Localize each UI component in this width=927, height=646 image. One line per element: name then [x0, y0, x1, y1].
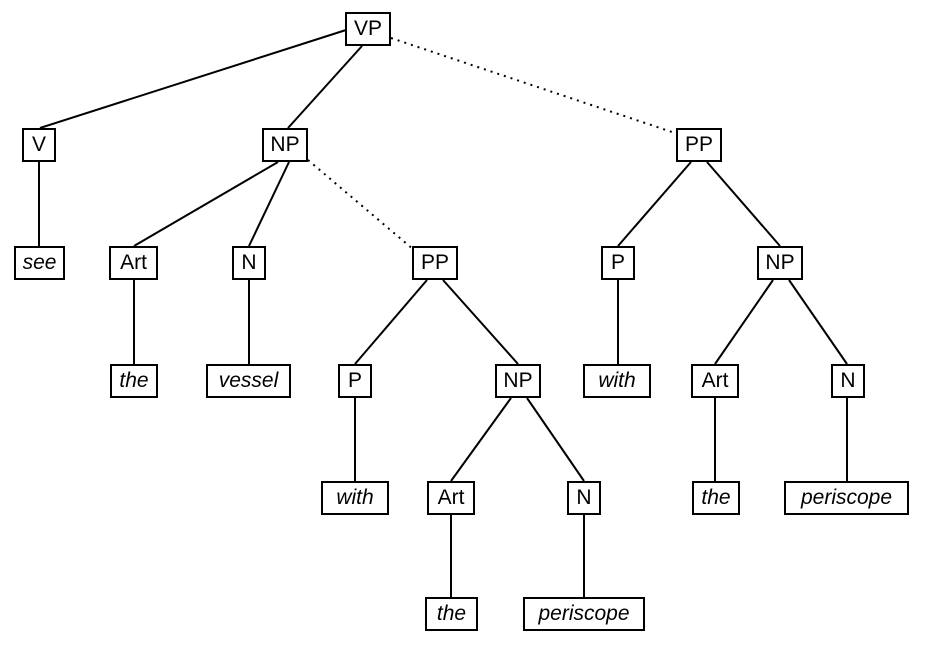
node-label: vessel	[218, 368, 279, 392]
tree-edge-pp_mid-to-p_mid	[354, 279, 428, 365]
tree-node-p_mid: P	[338, 364, 372, 398]
tree-edge-vp-to-v	[39, 29, 347, 129]
tree-edge-np_right-to-art_right	[714, 279, 774, 365]
tree-leaf-with_right: with	[583, 364, 651, 398]
node-label: periscope	[538, 601, 630, 625]
node-label: NP	[270, 132, 300, 156]
tree-edge-np1-to-art1	[133, 161, 279, 247]
node-label: N	[576, 485, 592, 509]
tree-edge-pp_right-to-np_right	[706, 161, 781, 247]
node-label: N	[241, 250, 257, 274]
tree-node-n1: N	[232, 246, 266, 280]
node-label: VP	[353, 16, 382, 40]
tree-edge-vp-to-np1	[287, 45, 363, 129]
node-label: NP	[765, 250, 795, 274]
tree-edge-pp_right-to-p_right	[617, 161, 692, 247]
node-label: Art	[437, 485, 465, 509]
tree-edge-np_mid-to-n_mid	[526, 397, 585, 482]
tree-leaf-the1: the	[110, 364, 158, 398]
node-label: Art	[120, 250, 147, 274]
node-label: NP	[503, 368, 533, 392]
node-label: PP	[420, 250, 449, 274]
node-label: Art	[701, 368, 729, 392]
tree-leaf-periscope_right: periscope	[784, 481, 909, 515]
tree-node-n_right: N	[831, 364, 865, 398]
node-label: the	[436, 601, 467, 625]
tree-node-np_mid: NP	[495, 364, 541, 398]
tree-node-vp: VP	[345, 12, 391, 46]
tree-node-np_right: NP	[757, 246, 803, 280]
tree-leaf-periscope_mid: periscope	[523, 597, 645, 631]
tree-node-np1: NP	[262, 128, 308, 162]
node-label: with	[336, 485, 374, 509]
tree-node-p_right: P	[601, 246, 635, 280]
node-label: P	[347, 368, 362, 392]
node-label: PP	[684, 132, 713, 156]
tree-leaf-see: see	[14, 246, 65, 280]
tree-leaf-the_right: the	[692, 481, 740, 515]
tree-edge-np1-to-n1	[248, 161, 290, 247]
tree-leaf-the_mid: the	[425, 597, 478, 631]
node-label: with	[598, 368, 636, 392]
tree-node-n_mid: N	[567, 481, 601, 515]
tree-node-art1: Art	[109, 246, 158, 280]
node-label: V	[31, 132, 46, 156]
tree-edge-np_right-to-n_right	[788, 279, 848, 365]
tree-leaf-with_mid: with	[321, 481, 389, 515]
node-label: P	[610, 250, 625, 274]
tree-edge-np_mid-to-art_mid	[450, 397, 512, 482]
tree-edge-pp_mid-to-np_mid	[442, 279, 519, 365]
tree-edge-np1-to-pp_mid	[307, 159, 415, 251]
tree-node-art_mid: Art	[427, 481, 475, 515]
tree-node-v: V	[22, 128, 56, 162]
node-label: the	[119, 368, 149, 392]
node-label: periscope	[800, 485, 893, 509]
tree-edge-vp-to-pp_right	[390, 37, 679, 135]
node-label: see	[22, 250, 57, 274]
node-label: the	[701, 485, 731, 509]
tree-node-pp_mid: PP	[412, 246, 458, 280]
tree-leaf-vessel: vessel	[206, 364, 291, 398]
node-label: N	[840, 368, 856, 392]
tree-node-pp_right: PP	[676, 128, 722, 162]
tree-node-art_right: Art	[691, 364, 739, 398]
